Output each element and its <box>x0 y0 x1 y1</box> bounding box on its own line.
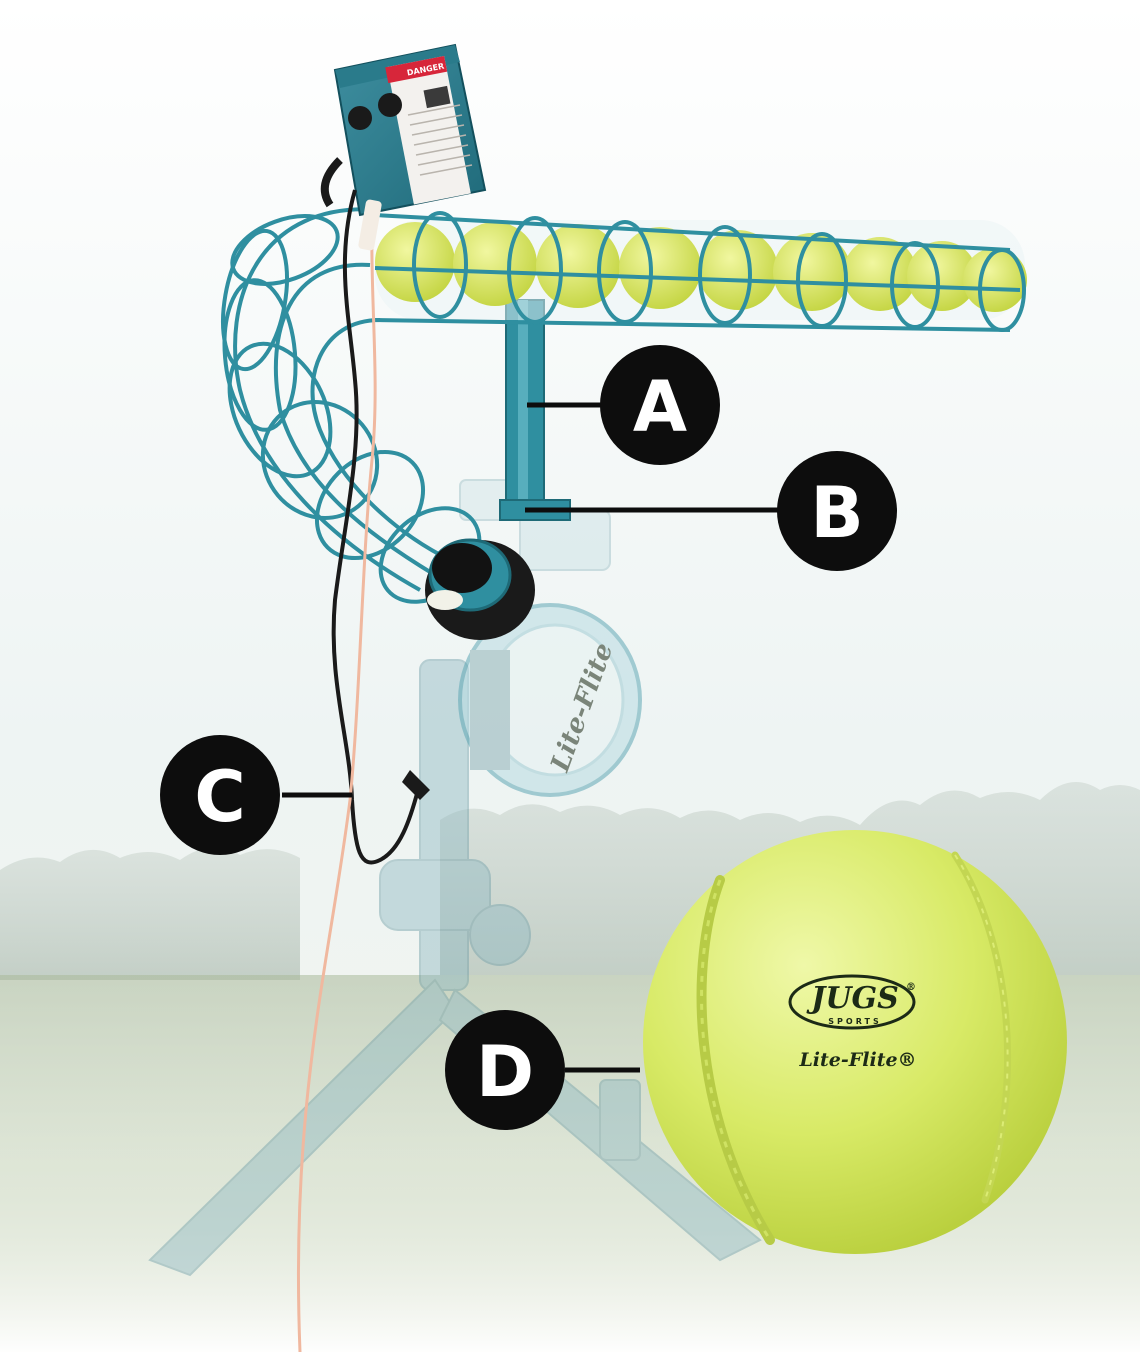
callout-a: A <box>600 345 720 465</box>
callout-a-label: A <box>633 366 687 448</box>
callout-c: C <box>160 735 280 855</box>
ball-brand-mark: ® <box>906 982 916 993</box>
control-box: DANGER <box>333 43 487 217</box>
ball-product-name: Lite-Flite® <box>798 1049 916 1071</box>
callout-c-label: C <box>194 756 245 838</box>
callout-d-label: D <box>476 1031 534 1113</box>
ball-seam-left <box>696 875 775 1245</box>
jugs-logo: JUGS ® SPORTS <box>806 981 916 1026</box>
jugs-logo-oval <box>788 974 916 1030</box>
callout-b: B <box>777 451 897 571</box>
ball-chute <box>374 211 1027 332</box>
callout-b-label: B <box>810 472 863 554</box>
callout-d: D <box>445 1010 565 1130</box>
ball-brand: JUGS <box>806 981 899 1016</box>
feeder-outlet-cup <box>425 538 535 640</box>
lite-flite-ball: JUGS ® SPORTS Lite-Flite® <box>643 830 1067 1254</box>
power-cords <box>296 157 430 1352</box>
ball-brand-sub: SPORTS <box>828 1017 881 1026</box>
curved-feeder-cage <box>221 207 482 604</box>
leader-lines <box>282 402 780 1073</box>
